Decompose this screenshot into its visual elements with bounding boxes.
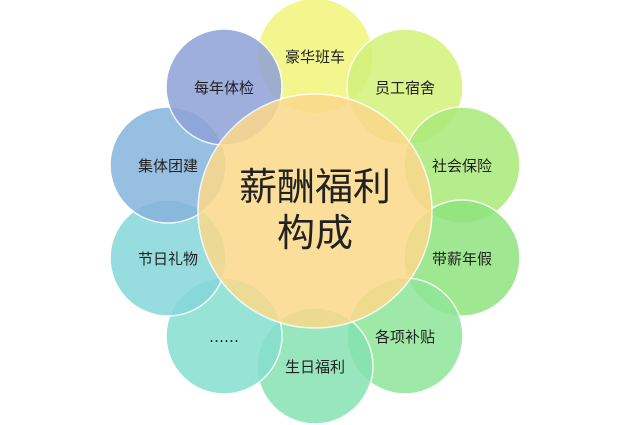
benefit-label: 员工宿舍 <box>375 79 435 97</box>
center-circle <box>197 93 433 329</box>
benefit-label: 节日礼物 <box>138 250 198 268</box>
benefit-label: 各项补贴 <box>375 328 435 346</box>
center-title-line1: 薪酬福利 <box>239 165 391 209</box>
center-title-line2: 构成 <box>277 211 353 255</box>
benefit-label: 带薪年假 <box>432 250 492 268</box>
benefit-label: …… <box>209 328 239 346</box>
benefit-label: 豪华班车 <box>285 48 345 66</box>
benefit-label: 社会保险 <box>432 157 492 175</box>
benefit-label: 集体团建 <box>138 157 198 175</box>
benefit-label: 每年体检 <box>194 79 254 97</box>
benefit-label: 生日福利 <box>285 358 345 376</box>
